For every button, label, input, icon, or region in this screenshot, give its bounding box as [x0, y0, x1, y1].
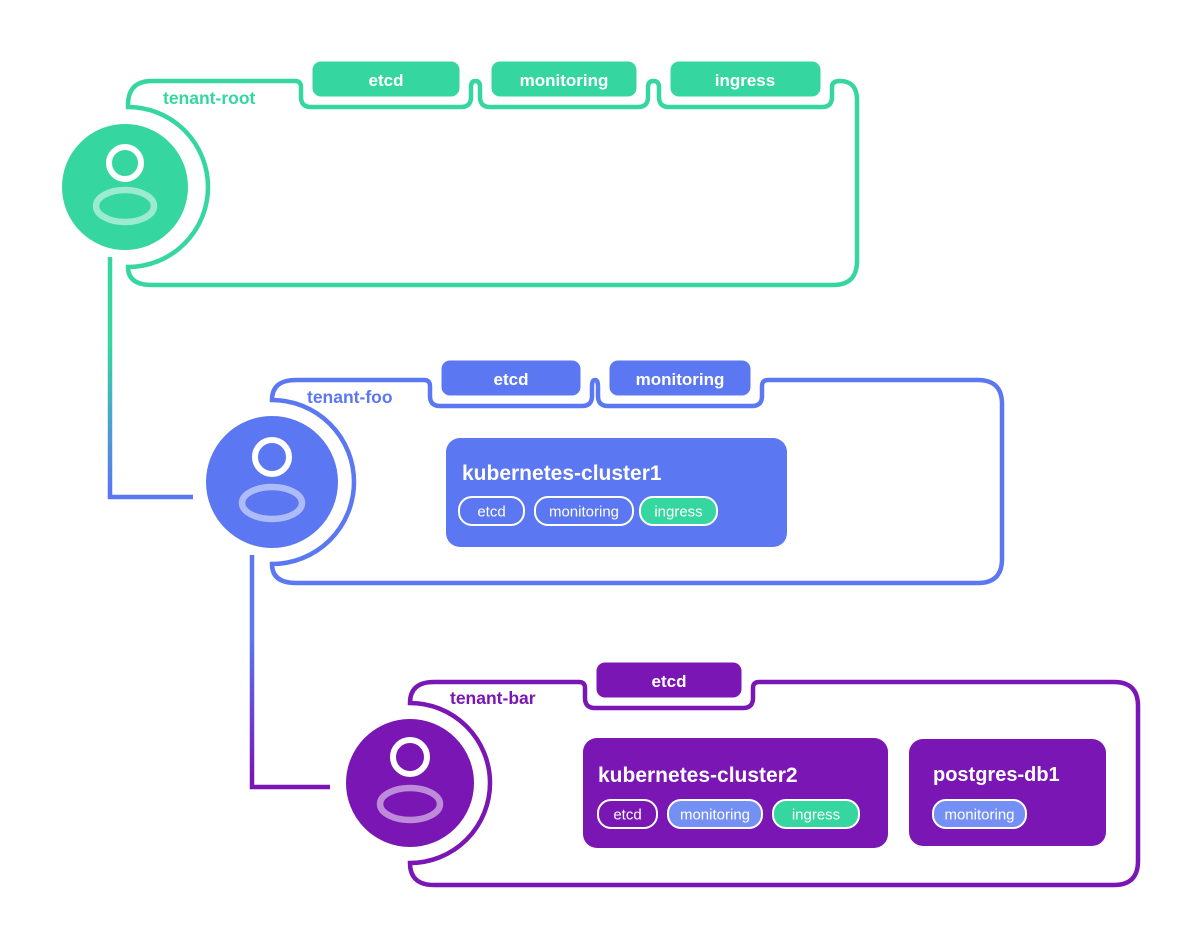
tenant-foo-group: tenant-foo etcd monitoring kubernetes-cl… — [198, 357, 1005, 586]
badge-etcd — [593, 659, 745, 701]
tenant-bar-badges: etcd — [593, 659, 745, 701]
tenant-root-label: tenant-root — [163, 88, 256, 108]
tenant-root-badges: etcd monitoring ingress — [309, 58, 824, 100]
tenant-root-avatar — [54, 116, 196, 258]
tag-etcd-label: etcd — [613, 807, 641, 824]
badge-etcd-label: etcd — [652, 672, 687, 691]
badge-monitoring-label: monitoring — [520, 71, 609, 90]
tenant-foo-border — [269, 377, 1005, 586]
badge-monitoring — [488, 58, 640, 100]
tenant-root-border — [125, 78, 860, 288]
person-body-icon — [92, 186, 158, 226]
tag-monitoring-label: monitoring — [549, 504, 619, 521]
tag-monitoring — [667, 799, 763, 829]
resource-kubernetes-cluster1: kubernetes-cluster1 etcd monitoring ingr… — [446, 438, 787, 547]
tag-etcd — [597, 799, 658, 829]
resource-postgres-db1: postgres-db1 monitoring — [909, 739, 1106, 846]
tag-monitoring-label: monitoring — [944, 807, 1014, 824]
tag-monitoring — [932, 799, 1027, 829]
person-body-icon — [238, 483, 306, 523]
badge-etcd-label: etcd — [494, 370, 529, 389]
resource-box — [583, 738, 888, 848]
tag-etcd — [458, 496, 525, 526]
tenant-bar-avatar — [338, 711, 482, 855]
resource-box — [909, 739, 1106, 846]
person-head-icon — [252, 437, 292, 477]
badge-ingress-label: ingress — [715, 71, 775, 90]
badge-etcd — [438, 357, 584, 399]
resource-box — [446, 438, 787, 547]
connector-root-to-foo — [107, 257, 193, 500]
tenant-root-group: tenant-root etcd monitoring ingress — [54, 58, 860, 288]
person-head-icon — [390, 737, 430, 777]
tag-monitoring-label: monitoring — [680, 807, 750, 824]
badge-etcd-label: etcd — [369, 71, 404, 90]
tenant-foo-badges: etcd monitoring — [438, 357, 754, 399]
tenant-foo-label: tenant-foo — [307, 387, 393, 407]
tag-monitoring — [534, 496, 634, 526]
tag-ingress — [639, 496, 718, 526]
tenant-bar-group: tenant-bar etcd kubernetes-cluster2 etcd… — [338, 659, 1141, 888]
resource-title: kubernetes-cluster1 — [462, 462, 662, 485]
resource-title: postgres-db1 — [933, 764, 1060, 786]
person-head-icon — [106, 144, 144, 182]
badge-etcd — [309, 58, 463, 100]
tenant-foo-avatar — [198, 408, 346, 556]
person-body-icon — [376, 784, 444, 824]
resource-kubernetes-cluster2: kubernetes-cluster2 etcd monitoring ingr… — [583, 738, 888, 848]
tag-ingress — [772, 799, 860, 829]
tag-etcd-label: etcd — [477, 504, 505, 521]
resource-title: kubernetes-cluster2 — [598, 764, 798, 787]
badge-ingress — [667, 58, 824, 100]
tenant-bar-border — [407, 679, 1141, 888]
badge-monitoring — [606, 357, 754, 399]
avatar-circle — [198, 408, 346, 556]
tag-ingress-label: ingress — [792, 807, 840, 824]
avatar-circle — [338, 711, 482, 855]
connector-foo-to-bar — [249, 555, 330, 790]
tenant-bar-label: tenant-bar — [450, 688, 536, 708]
badge-monitoring-label: monitoring — [636, 370, 725, 389]
tag-ingress-label: ingress — [654, 504, 702, 521]
